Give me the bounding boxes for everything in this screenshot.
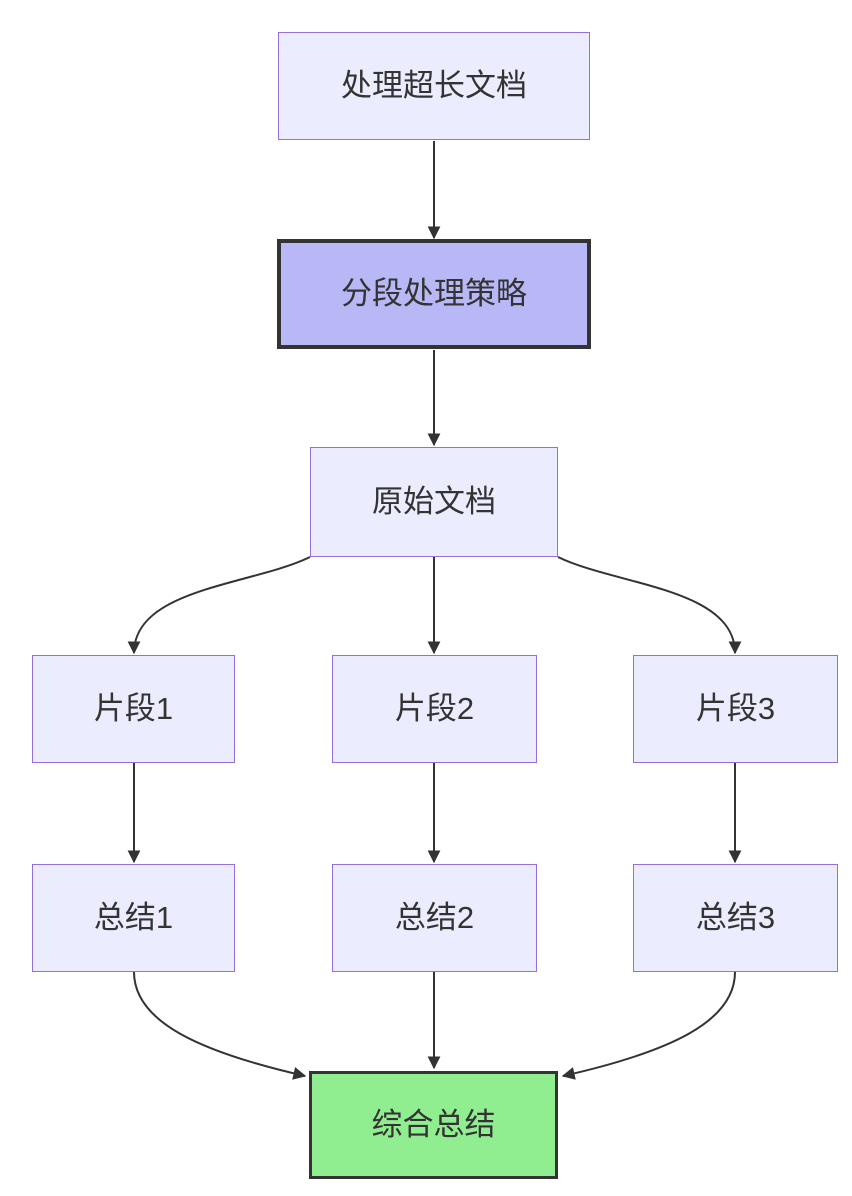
node-final-summary: 综合总结 — [309, 1071, 558, 1179]
node-task-label: 处理超长文档 — [341, 68, 527, 104]
node-chunk-1-label: 片段1 — [93, 691, 174, 727]
node-strategy-label: 分段处理策略 — [341, 276, 527, 312]
node-summary-3: 总结3 — [633, 864, 838, 972]
node-chunk-3-label: 片段3 — [695, 691, 776, 727]
node-chunk-1: 片段1 — [32, 655, 235, 763]
edge-source-chunk3 — [557, 556, 742, 655]
node-summary-2-label: 总结2 — [394, 900, 475, 936]
node-chunk-2: 片段2 — [332, 655, 537, 763]
edge-summary3-final — [561, 971, 736, 1080]
node-summary-1-label: 总结1 — [93, 900, 174, 936]
node-final-summary-label: 综合总结 — [371, 1107, 496, 1143]
node-source-doc-label: 原始文档 — [372, 484, 496, 520]
node-task: 处理超长文档 — [278, 32, 590, 140]
node-source-doc: 原始文档 — [310, 447, 558, 557]
node-chunk-3: 片段3 — [633, 655, 838, 763]
node-summary-1: 总结1 — [32, 864, 235, 972]
edge-summary1-final — [133, 971, 307, 1080]
node-summary-3-label: 总结3 — [695, 900, 776, 936]
node-chunk-2-label: 片段2 — [394, 691, 475, 727]
node-summary-2: 总结2 — [332, 864, 537, 972]
node-strategy: 分段处理策略 — [277, 239, 591, 349]
edge-source-chunk1 — [127, 556, 311, 655]
